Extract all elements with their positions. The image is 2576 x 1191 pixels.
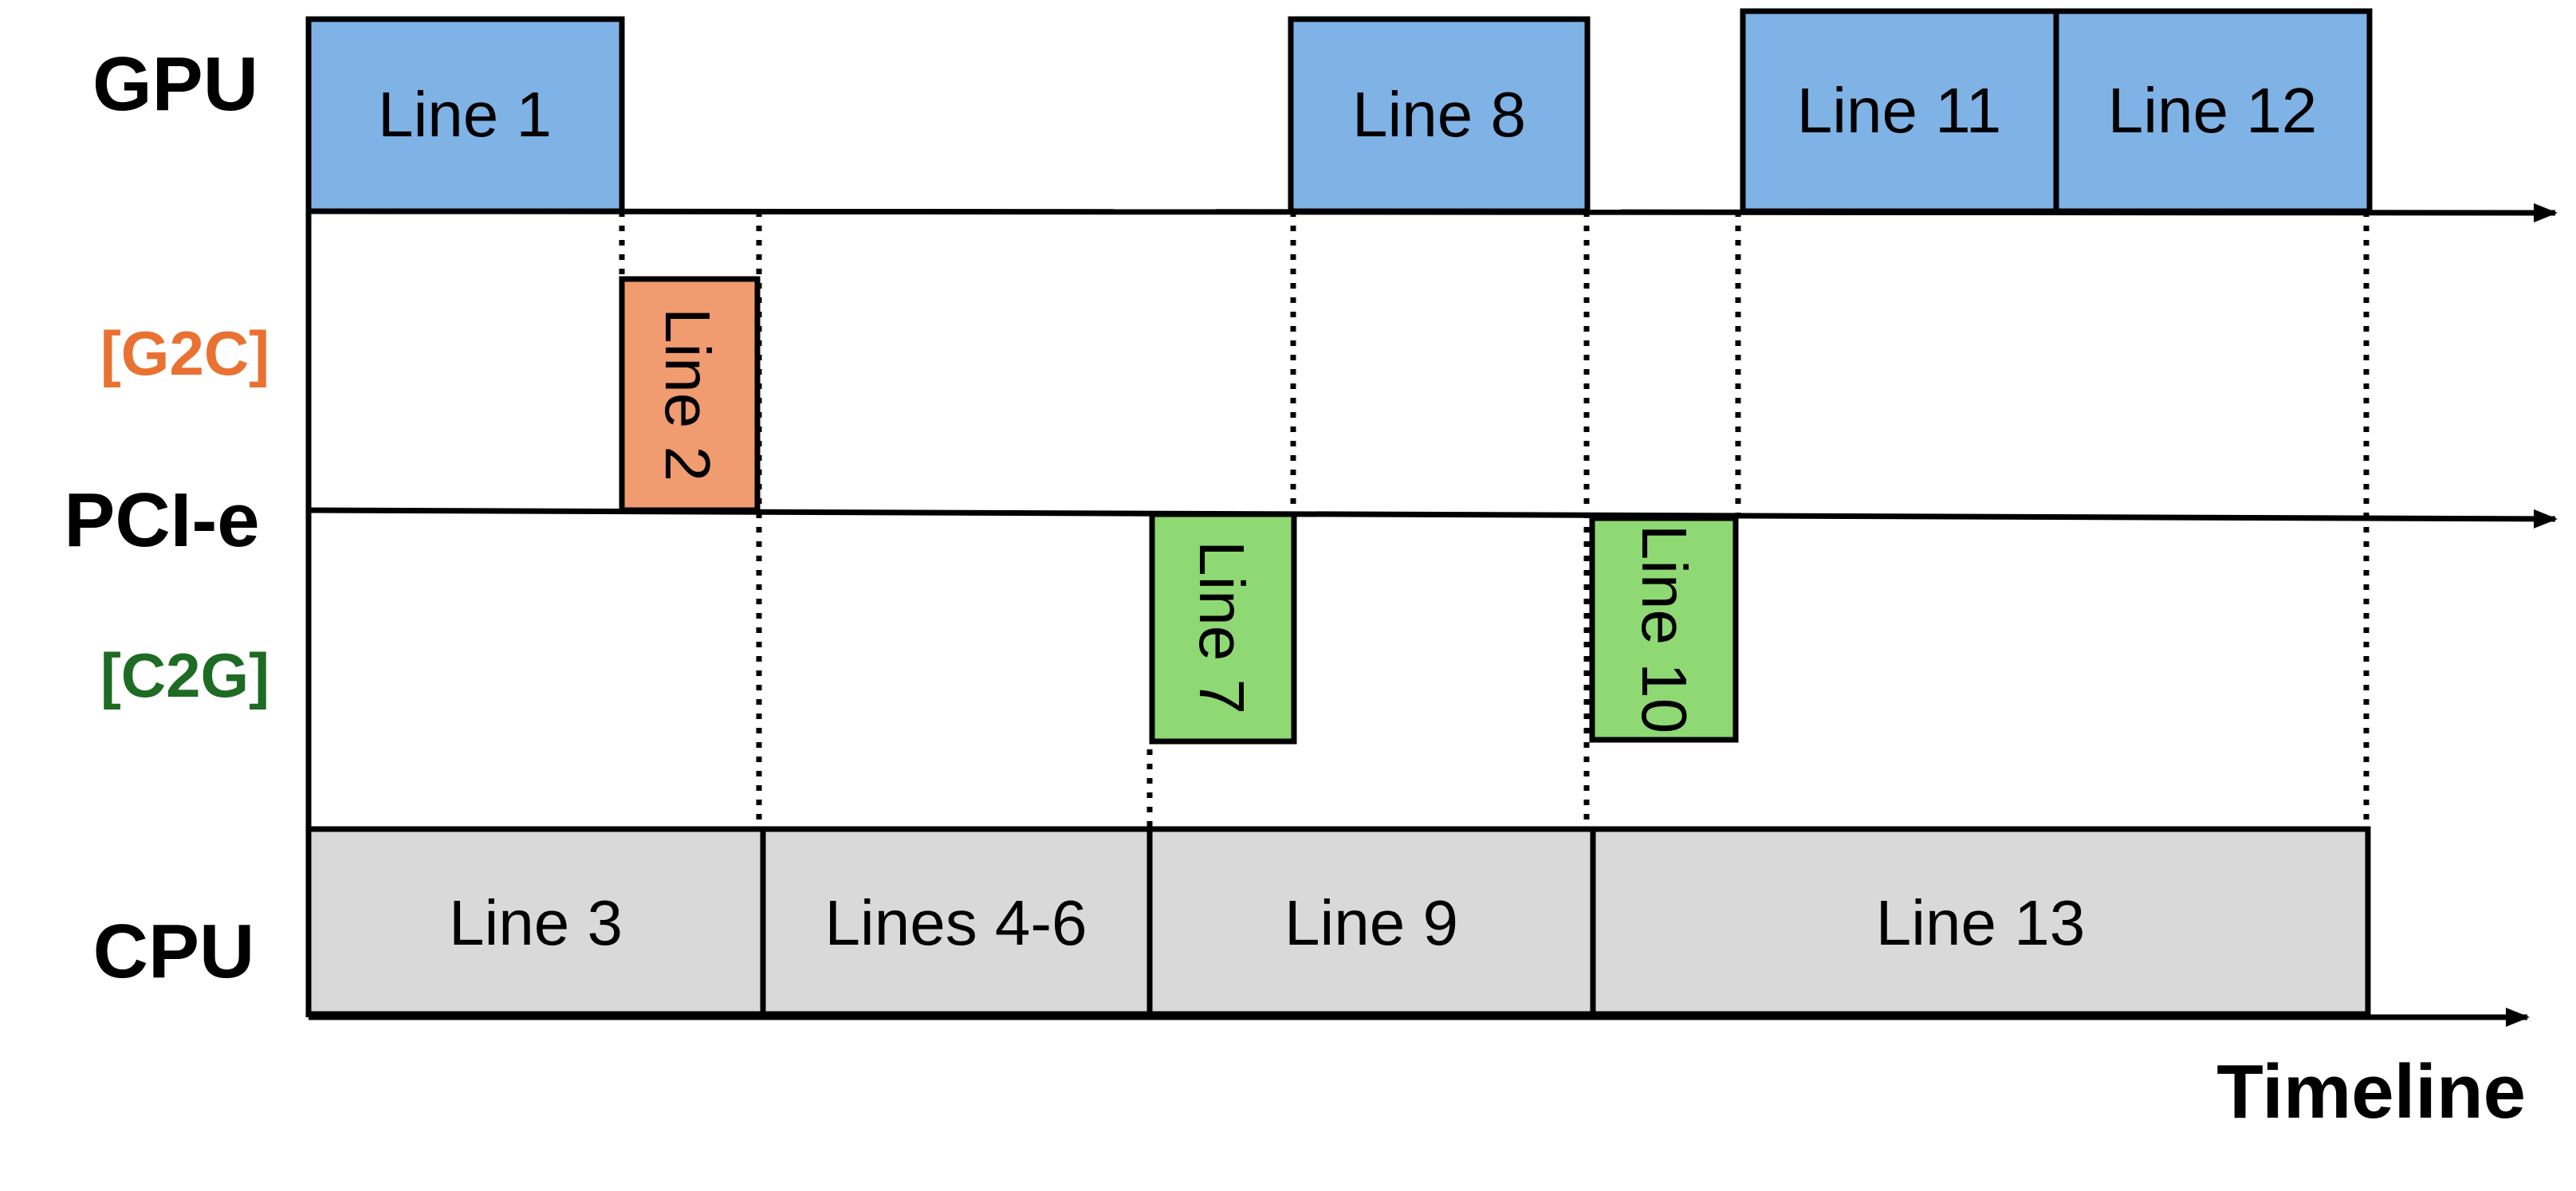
c2g-block-label: Line 10 [1629,525,1700,733]
cpu-lane: Line 3 Lines 4-6 Line 9 Line 13 [305,826,2371,1017]
gpu-block-label: Line 1 [378,79,552,150]
cpu-block-label: Line 13 [1876,887,2085,958]
gpu-block-label: Line 8 [1352,79,1526,150]
gpu-lane: Line 1 Line 8 Line 11 Line 12 [305,8,2373,214]
cpu-block-label: Line 9 [1284,887,1458,958]
pcie-timeline-arrow [308,507,2558,529]
pcie-lane-label: PCI-e [64,478,259,563]
gpu-block-line-1 [305,16,625,214]
cpu-block-lines-4-6 [760,826,1153,1017]
c2g-block-label: Line 7 [1186,540,1257,714]
gpu-timeline-arrow [308,202,2558,222]
g2c-lane: Line 2 [619,276,761,513]
cpu-block-line-9 [1146,826,1596,1017]
gpu-block-label: Line 12 [2108,75,2317,146]
c2g-direction-label: [C2G] [100,640,269,710]
g2c-direction-label: [G2C] [100,318,269,388]
gpu-lane-label: GPU [92,41,258,127]
c2g-block-line-7 [1149,511,1297,745]
cpu-lane-label: CPU [93,909,255,994]
axes [305,19,2558,1027]
cpu-block-line-13 [1590,826,2371,1017]
timeline-axis-title: Timeline [2216,1049,2526,1134]
cpu-block-label: Line 3 [449,887,623,958]
c2g-lane: Line 7 Line 10 [1149,511,1739,745]
cpu-block-label: Lines 4-6 [824,887,1087,958]
cpu-block-line-3 [305,826,766,1017]
sync-markers [619,211,2370,829]
gpu-block-label: Line 11 [1797,75,2002,146]
c2g-block-line-10 [1589,515,1739,743]
g2c-block-label: Line 2 [652,308,723,482]
gpu-block-line-12 [2053,8,2373,214]
